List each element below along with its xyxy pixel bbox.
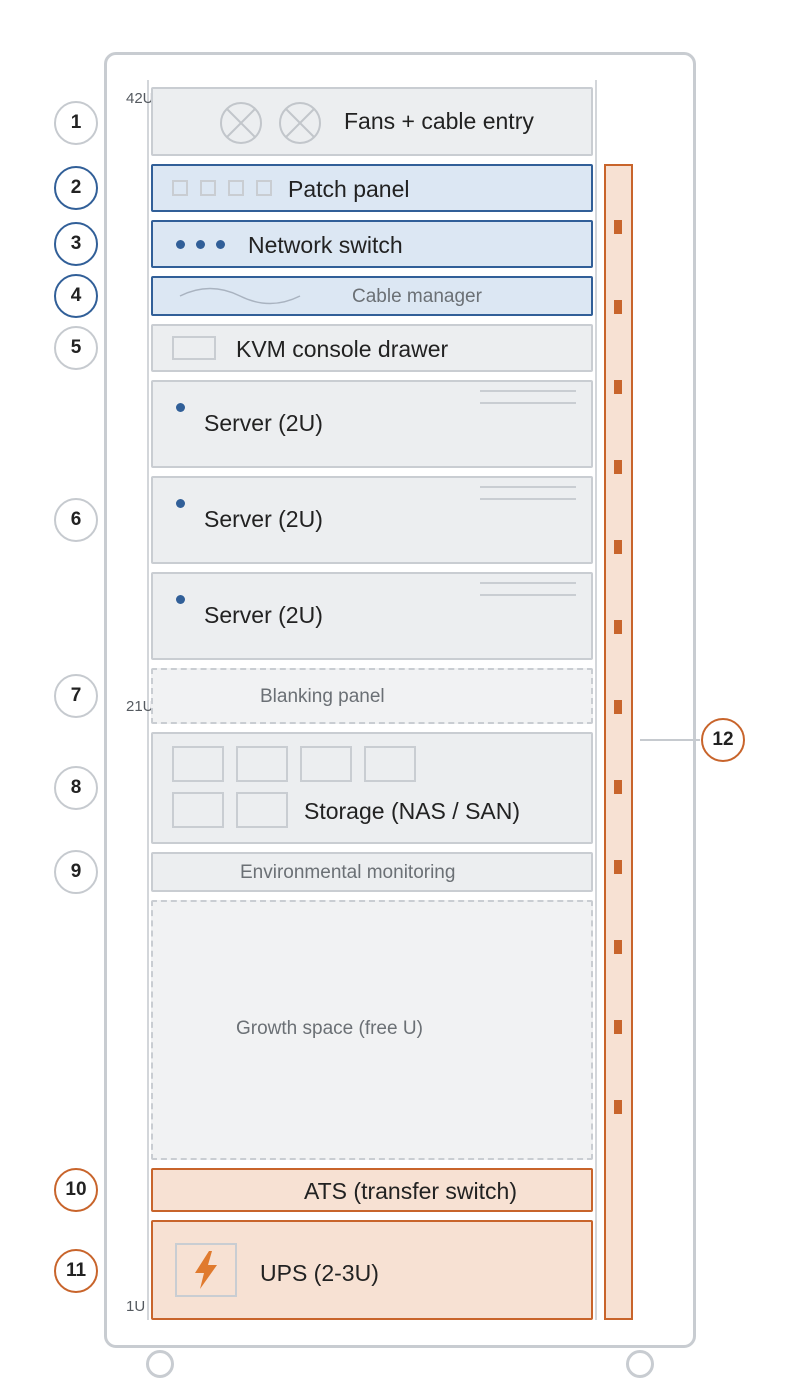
u-label-1: 1U bbox=[126, 1298, 146, 1315]
pdu-strip bbox=[604, 164, 633, 1320]
pdu-outlet bbox=[614, 220, 622, 234]
callout-12: 12 bbox=[701, 718, 745, 762]
server-vent-line bbox=[480, 486, 576, 488]
patch-panel-label: Patch panel bbox=[288, 176, 410, 202]
unit-ats bbox=[151, 1168, 593, 1212]
pdu-outlet bbox=[614, 620, 622, 634]
pdu-outlet bbox=[614, 1100, 622, 1114]
caster-wheel-right bbox=[626, 1350, 654, 1378]
status-led bbox=[216, 240, 225, 249]
callout-2: 2 bbox=[54, 166, 98, 210]
unit-server-1 bbox=[151, 380, 593, 468]
kvm-label: KVM console drawer bbox=[236, 336, 449, 362]
unit-patch-panel bbox=[151, 164, 593, 212]
patch-port bbox=[256, 180, 272, 196]
callout-12-leader-line bbox=[640, 739, 700, 741]
status-led bbox=[176, 240, 185, 249]
unit-cable-manager bbox=[151, 276, 593, 316]
network-switch-label: Network switch bbox=[248, 232, 403, 258]
server-vent-line bbox=[480, 390, 576, 392]
pdu-outlet bbox=[614, 380, 622, 394]
server-led bbox=[176, 403, 185, 412]
unit-blanking-panel bbox=[151, 668, 593, 724]
pdu-outlet bbox=[614, 300, 622, 314]
drive-bay bbox=[172, 792, 224, 828]
unit-server-2 bbox=[151, 476, 593, 564]
u-label-42: 42U bbox=[126, 90, 154, 107]
server-vent-line bbox=[480, 582, 576, 584]
callout-9: 9 bbox=[54, 850, 98, 894]
pdu-outlet bbox=[614, 1020, 622, 1034]
server-2-label: Server (2U) bbox=[204, 506, 323, 532]
fans-label: Fans + cable entry bbox=[344, 108, 534, 134]
pdu-outlet bbox=[614, 540, 622, 554]
unit-environmental bbox=[151, 852, 593, 892]
callout-5: 5 bbox=[54, 326, 98, 370]
ats-label: ATS (transfer switch) bbox=[304, 1178, 517, 1204]
pdu-outlet bbox=[614, 860, 622, 874]
patch-port bbox=[172, 180, 188, 196]
callout-1: 1 bbox=[54, 101, 98, 145]
patch-port bbox=[228, 180, 244, 196]
server-vent-line bbox=[480, 402, 576, 404]
callout-4: 4 bbox=[54, 274, 98, 318]
cable-manager-label: Cable manager bbox=[352, 286, 482, 307]
environmental-label: Environmental monitoring bbox=[240, 862, 456, 883]
server-led bbox=[176, 595, 185, 604]
storage-label: Storage (NAS / SAN) bbox=[304, 798, 521, 824]
patch-port bbox=[200, 180, 216, 196]
status-led bbox=[196, 240, 205, 249]
caster-wheel-left bbox=[146, 1350, 174, 1378]
server-led bbox=[176, 499, 185, 508]
drive-bay bbox=[364, 746, 416, 782]
server-3-label: Server (2U) bbox=[204, 602, 323, 628]
kvm-screen-icon bbox=[172, 336, 216, 360]
growth-space-label: Growth space (free U) bbox=[236, 1018, 423, 1039]
rack-rail-left bbox=[147, 80, 149, 1320]
pdu-outlet bbox=[614, 460, 622, 474]
lightning-bolt-icon bbox=[195, 1251, 217, 1289]
rack-rail-right bbox=[595, 80, 597, 1320]
drive-bay bbox=[236, 792, 288, 828]
server-vent-line bbox=[480, 594, 576, 596]
unit-storage bbox=[151, 732, 593, 844]
callout-6: 6 bbox=[54, 498, 98, 542]
server-1-label: Server (2U) bbox=[204, 410, 323, 436]
unit-growth-space bbox=[151, 900, 593, 1160]
pdu-outlet bbox=[614, 940, 622, 954]
pdu-outlet bbox=[614, 780, 622, 794]
callout-11: 11 bbox=[54, 1249, 98, 1293]
callout-7: 7 bbox=[54, 674, 98, 718]
blanking-panel-label: Blanking panel bbox=[260, 686, 385, 707]
callout-10: 10 bbox=[54, 1168, 98, 1212]
ups-label: UPS (2-3U) bbox=[260, 1260, 379, 1286]
fan-icon bbox=[220, 102, 262, 144]
pdu-outlet bbox=[614, 700, 622, 714]
server-vent-line bbox=[480, 498, 576, 500]
u-label-21: 21U bbox=[126, 698, 154, 715]
fan-icon bbox=[279, 102, 321, 144]
unit-kvm bbox=[151, 324, 593, 372]
drive-bay bbox=[300, 746, 352, 782]
callout-3: 3 bbox=[54, 222, 98, 266]
cable-wave-icon bbox=[179, 287, 301, 305]
unit-fans bbox=[151, 87, 593, 156]
drive-bay bbox=[236, 746, 288, 782]
unit-server-3 bbox=[151, 572, 593, 660]
drive-bay bbox=[172, 746, 224, 782]
callout-8: 8 bbox=[54, 766, 98, 810]
